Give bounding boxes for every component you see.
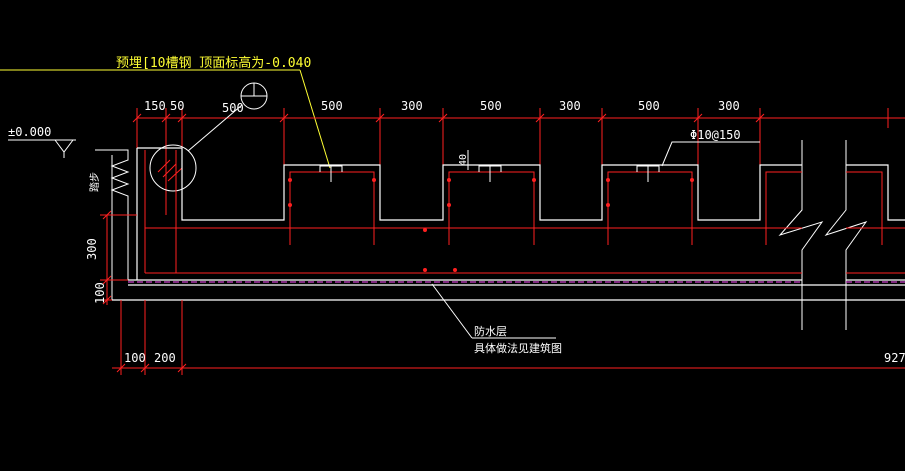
steps-label: 踏步 — [88, 172, 101, 192]
dim-top-150: 150 — [144, 99, 166, 113]
dim-bottom-100: 100 — [124, 351, 146, 365]
waterproof-note: 具体做法见建筑图 — [474, 341, 562, 355]
left-dimension-chain — [100, 210, 137, 305]
dim-top-500-b: 500 — [321, 99, 343, 113]
steps-outline — [95, 149, 130, 300]
rebar-spec-leader — [467, 141, 760, 170]
structure-outline — [112, 147, 905, 301]
bottom-dimension-chain — [112, 300, 905, 375]
dim-top-50: 50 — [170, 99, 184, 113]
waterproof-leader — [431, 283, 556, 339]
dim-total-927: 927 — [884, 351, 905, 365]
section-callout-icon — [149, 82, 268, 192]
dim-bottom-200: 200 — [154, 351, 176, 365]
elevation-triangle-icon — [8, 139, 76, 158]
dim-left-300: 300 — [85, 238, 99, 260]
elevation-label: ±0.000 — [8, 125, 51, 139]
dim-top-500-c: 500 — [480, 99, 502, 113]
channel-annotation — [0, 69, 331, 169]
rebar-spec-label: Φ10@150 — [690, 128, 741, 142]
dim-left-100: 100 — [93, 282, 107, 304]
channel-annotation-text: 预埋[10槽钢 顶面标高为-0.040 — [116, 55, 311, 71]
dim-40-label: 40 — [458, 154, 469, 166]
dim-top-300-b: 300 — [559, 99, 581, 113]
waterproof-label: 防水层 — [474, 324, 507, 338]
dim-top-300-a: 300 — [401, 99, 423, 113]
dim-top-500-a: 500 — [222, 101, 244, 115]
dim-top-500-d: 500 — [638, 99, 660, 113]
dim-top-300-c: 300 — [718, 99, 740, 113]
embedded-channels — [319, 165, 660, 182]
top-dimension-chain — [132, 108, 905, 215]
rebar-layout — [144, 150, 905, 274]
